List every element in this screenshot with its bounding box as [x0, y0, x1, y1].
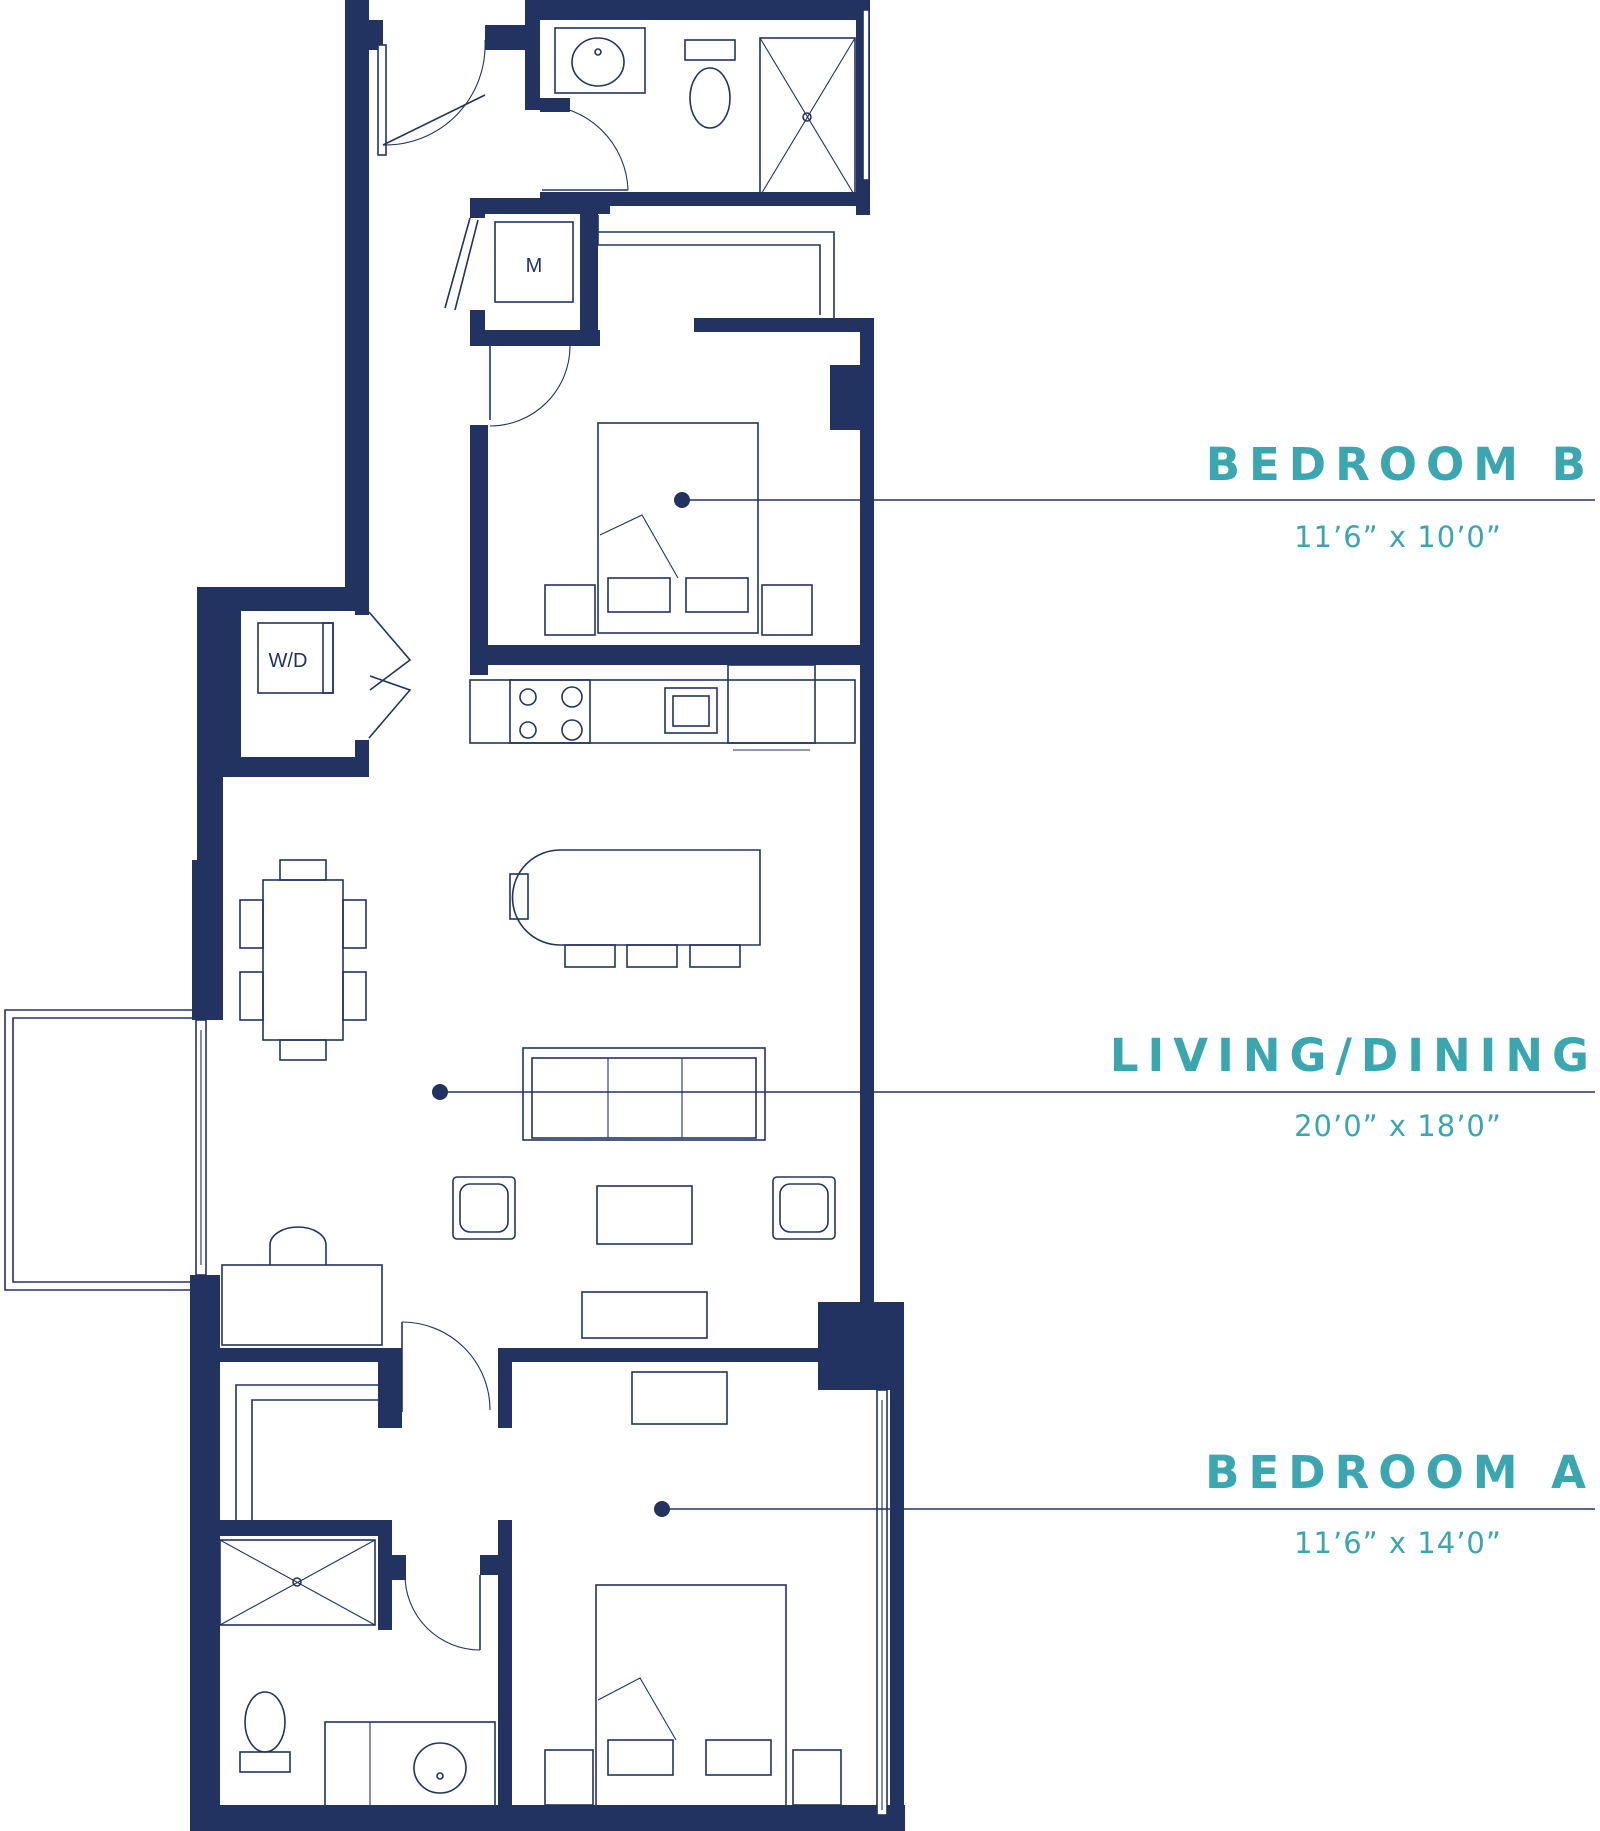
room-name: LIVING/DINING	[1110, 1029, 1598, 1082]
refrigerator-icon	[727, 664, 816, 744]
nightstand-icon	[544, 1749, 594, 1806]
windows	[195, 9, 888, 1816]
nightstand-icon	[761, 584, 813, 636]
vanity-icon	[324, 1721, 496, 1811]
coffee-table-icon	[596, 1185, 693, 1245]
bathroom-a	[219, 1539, 496, 1811]
kitchen-island-icon	[511, 849, 761, 946]
shower-icon	[759, 37, 856, 197]
sink-icon	[413, 1742, 467, 1794]
mechanical-label: M	[526, 255, 543, 277]
tv-console-icon	[581, 1291, 708, 1339]
bedroom-b	[489, 215, 835, 636]
armchair-icon	[452, 1176, 516, 1240]
toilet-bowl-icon	[689, 67, 731, 129]
living-dining	[221, 849, 836, 1346]
toilet-tank-icon	[684, 39, 736, 61]
room-dimensions: 11’6” x 14’0”	[1294, 1526, 1502, 1560]
room-label-bedroom-a: BEDROOM A 11’6” x 14’0”	[654, 1446, 1595, 1560]
toilet-tank-icon	[239, 1751, 291, 1773]
walls	[190, 0, 905, 1831]
room-label-bedroom-b: BEDROOM B 11’6” x 10’0”	[674, 438, 1595, 554]
dresser-icon	[631, 1371, 728, 1425]
kitchen-sink-icon	[664, 687, 718, 734]
shower-icon	[219, 1539, 376, 1626]
room-name: BEDROOM A	[1205, 1446, 1595, 1499]
nightstand-icon	[544, 584, 596, 636]
room-dimensions: 20’0” x 18’0”	[1294, 1109, 1502, 1143]
top-bathroom	[539, 27, 856, 197]
kitchen	[469, 664, 856, 751]
balcony	[4, 1009, 192, 1291]
desk-icon	[221, 1264, 383, 1346]
armchair-icon	[772, 1176, 836, 1240]
mechanical-closet: M	[444, 217, 574, 311]
bed-icon	[595, 1584, 787, 1811]
cooktop-icon	[509, 679, 591, 744]
entry-door	[382, 39, 486, 146]
sofa-icon	[522, 1047, 766, 1141]
dining-table-icon	[262, 879, 344, 1041]
washer-dryer-label: W/D	[269, 650, 308, 672]
room-name: BEDROOM B	[1206, 438, 1595, 491]
room-label-living-dining: LIVING/DINING 20’0” x 18’0”	[432, 1029, 1598, 1143]
bedroom-a	[235, 1321, 842, 1811]
room-dimensions: 11’6” x 10’0”	[1294, 520, 1502, 554]
laundry-closet: W/D	[257, 611, 412, 739]
toilet-bowl-icon	[244, 1691, 286, 1753]
sink-icon	[571, 37, 625, 87]
bed-icon	[597, 422, 759, 634]
nightstand-icon	[792, 1749, 842, 1806]
